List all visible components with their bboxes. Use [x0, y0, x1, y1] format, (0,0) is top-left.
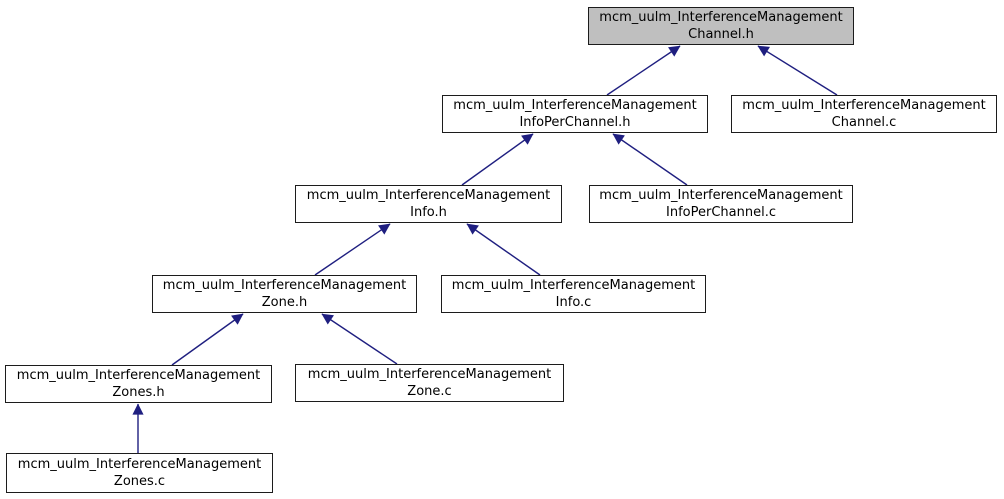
graph-node-zone-c[interactable]: mcm_uulm_InterferenceManagement Zone.c: [295, 364, 564, 402]
node-label-line2: Zone.c: [407, 384, 452, 399]
edge-infoperchannel_c-to-infoperchannel_h: [612, 133, 688, 186]
node-label-line2: Zones.h: [112, 385, 165, 400]
node-label-line2: Channel.c: [831, 115, 897, 130]
node-label-line1: mcm_uulm_InterferenceManagement: [599, 10, 843, 25]
node-label-line2: Info.h: [410, 205, 447, 220]
graph-node-info-h[interactable]: mcm_uulm_InterferenceManagement Info.h: [295, 185, 562, 223]
graph-node-channel-h[interactable]: mcm_uulm_InterferenceManagement Channel.…: [588, 7, 854, 45]
node-label-line2: Channel.h: [688, 27, 754, 42]
edge-infoperchannel_h-to-channel_h: [606, 45, 681, 96]
edge-info_h-to-infoperchannel_h: [461, 133, 534, 186]
node-label-line2: Zone.h: [261, 295, 308, 310]
graph-node-zone-h[interactable]: mcm_uulm_InterferenceManagement Zone.h: [152, 275, 417, 313]
edge-info_c-to-info_h: [466, 223, 541, 276]
graph-node-zones-c[interactable]: mcm_uulm_InterferenceManagement Zones.c: [6, 453, 273, 493]
graph-node-zones-h[interactable]: mcm_uulm_InterferenceManagement Zones.h: [5, 365, 272, 403]
node-label-line1: mcm_uulm_InterferenceManagement: [162, 278, 407, 293]
node-label-line2: Zones.c: [113, 474, 166, 489]
graph-node-infoperchannel-c[interactable]: mcm_uulm_InterferenceManagement InfoPerC…: [589, 185, 853, 223]
node-label-line1: mcm_uulm_InterferenceManagement: [307, 367, 552, 382]
graph-node-channel-c[interactable]: mcm_uulm_InterferenceManagement Channel.…: [731, 95, 997, 133]
node-label-line1: mcm_uulm_InterferenceManagement: [451, 278, 696, 293]
edge-channel_c-to-channel_h: [757, 45, 838, 96]
node-label-line2: InfoPerChannel.h: [519, 115, 631, 130]
node-label-line1: mcm_uulm_InterferenceManagement: [599, 188, 843, 203]
node-label-line1: mcm_uulm_InterferenceManagement: [742, 98, 986, 113]
graph-node-info-c[interactable]: mcm_uulm_InterferenceManagement Info.c: [441, 275, 706, 313]
node-label-line2: InfoPerChannel.c: [666, 205, 776, 220]
node-label-line1: mcm_uulm_InterferenceManagement: [17, 457, 262, 472]
graph-node-infoperchannel-h[interactable]: mcm_uulm_InterferenceManagement InfoPerC…: [442, 95, 708, 133]
edge-zone_h-to-info_h: [314, 223, 391, 276]
edge-zone_c-to-zone_h: [321, 313, 398, 365]
node-label-line1: mcm_uulm_InterferenceManagement: [306, 188, 551, 203]
node-label-line2: Info.c: [555, 295, 592, 310]
node-label-line1: mcm_uulm_InterferenceManagement: [16, 368, 261, 383]
node-label-line1: mcm_uulm_InterferenceManagement: [453, 98, 697, 113]
edge-zones_h-to-zone_h: [171, 313, 244, 366]
